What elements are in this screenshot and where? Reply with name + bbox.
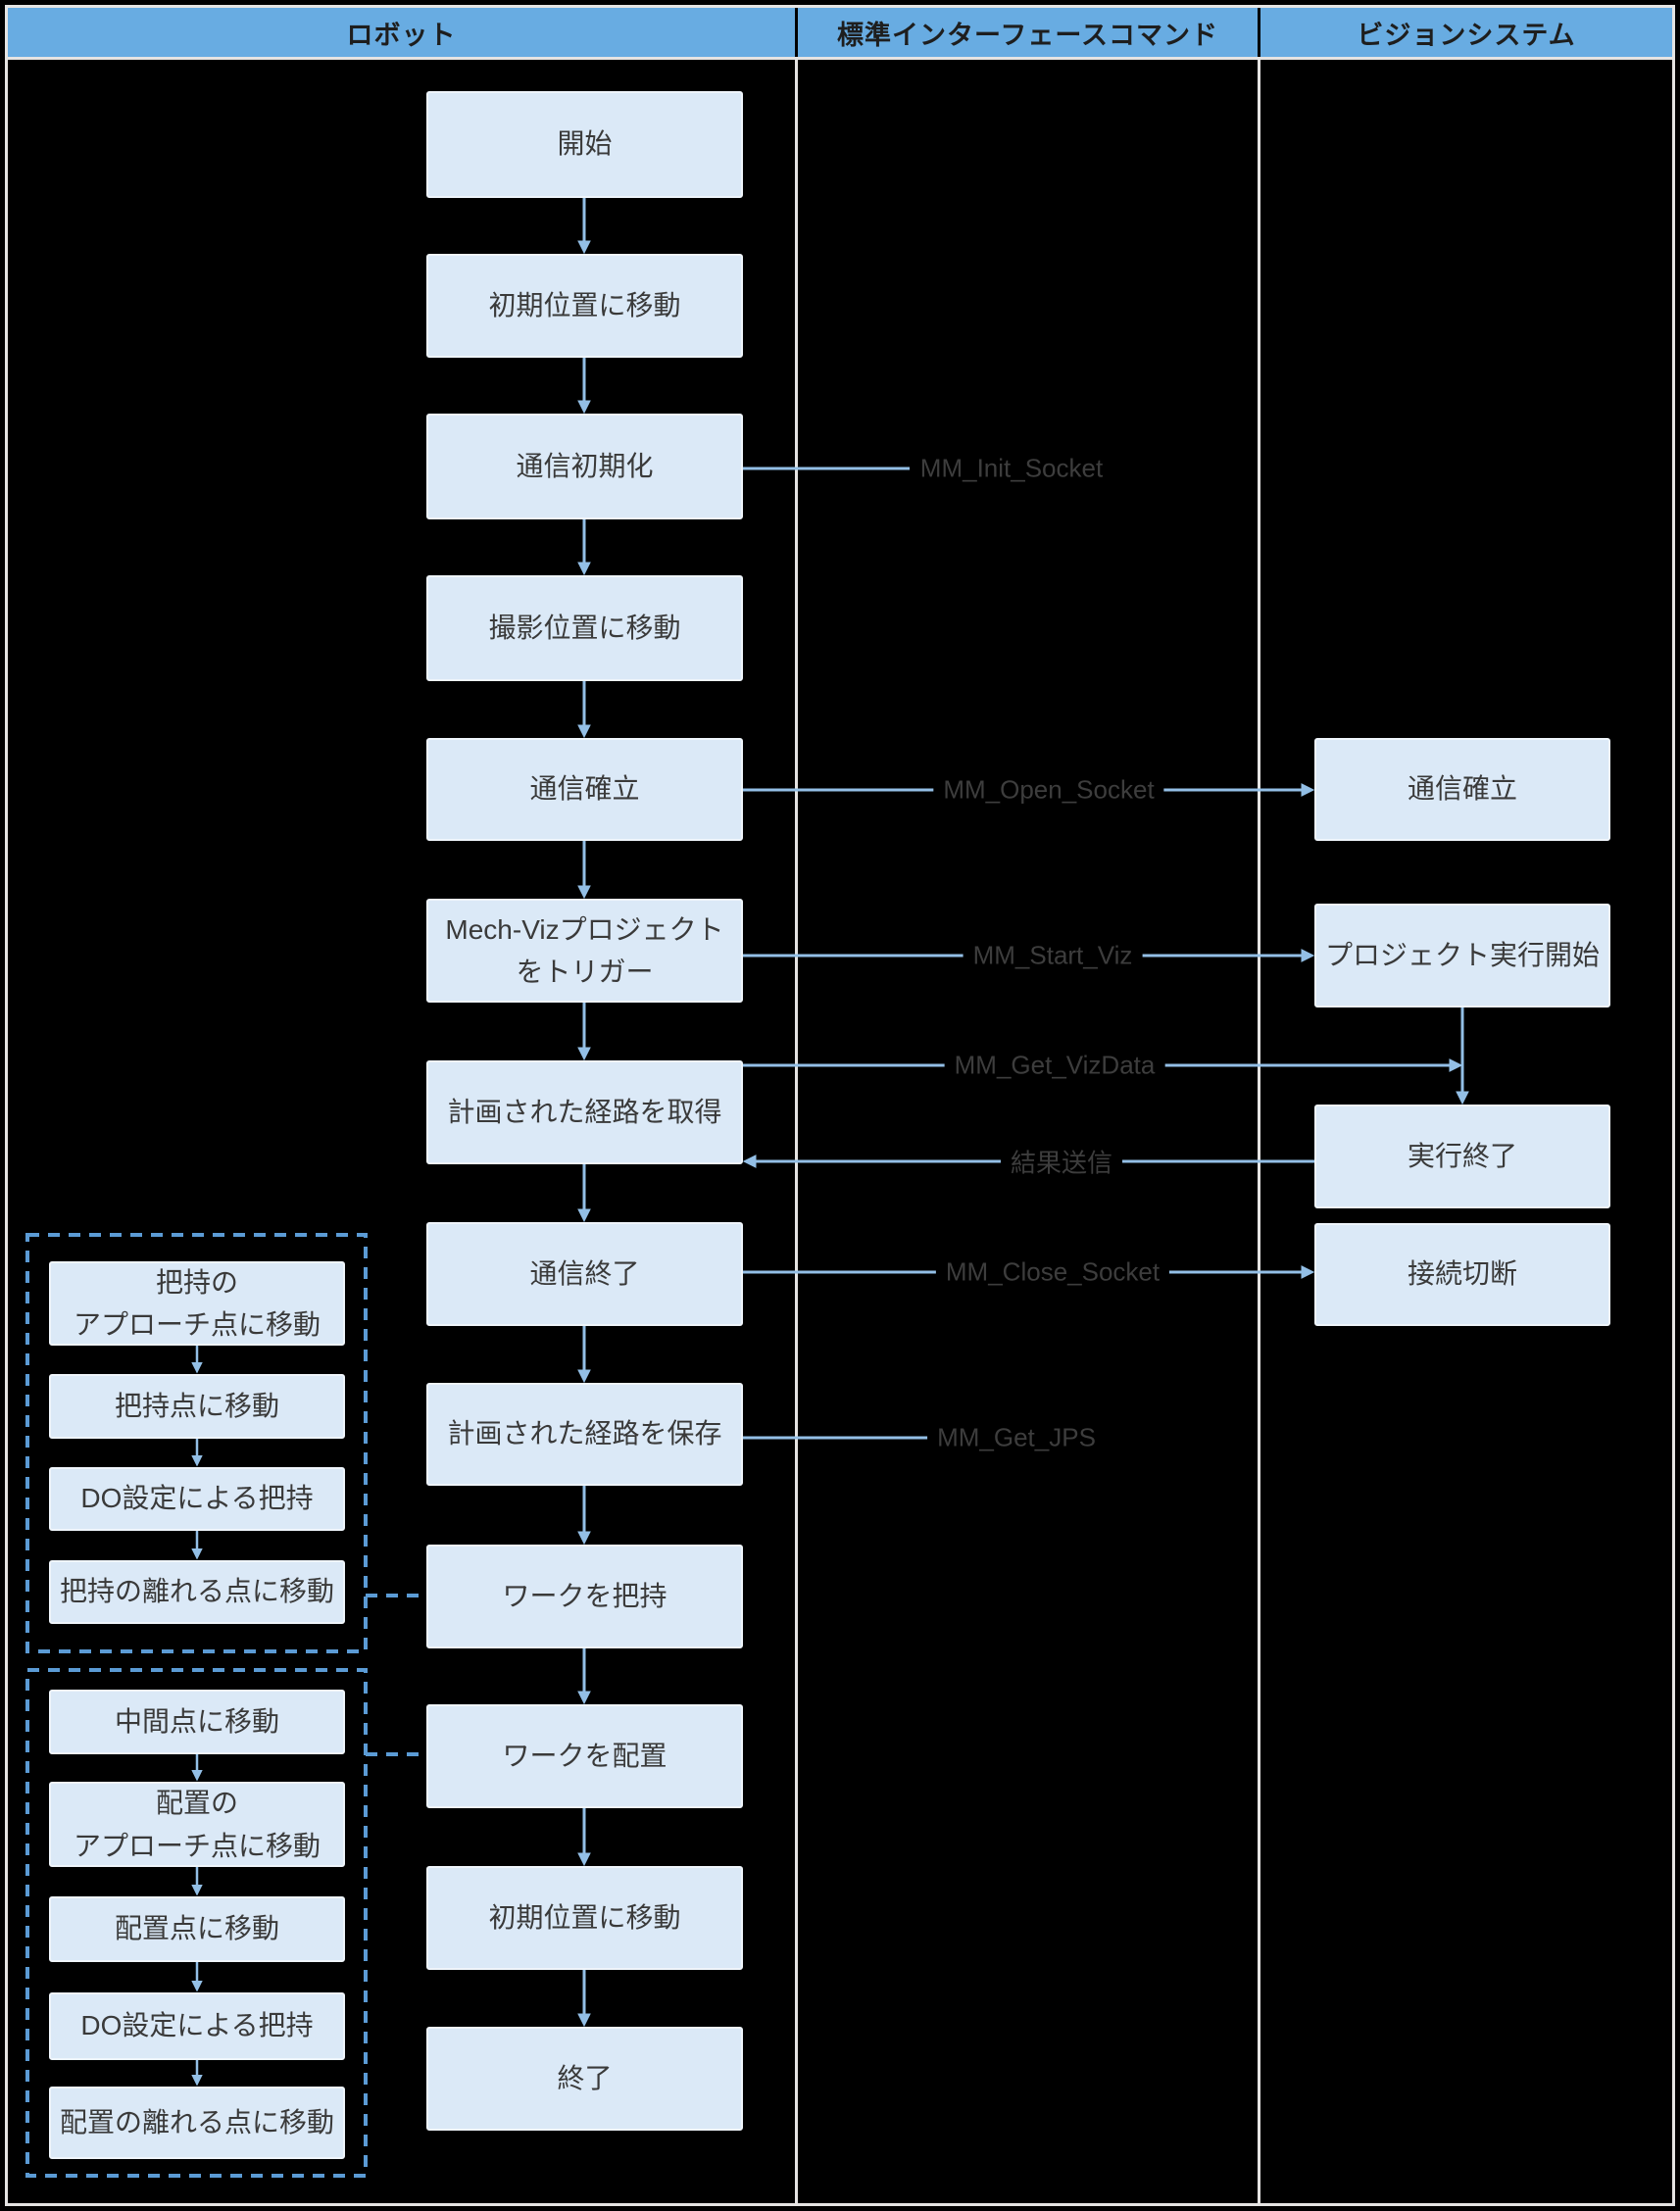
command-label-open-socket: MM_Open_Socket bbox=[933, 772, 1164, 808]
place-node-do-grip: DO設定による把持 bbox=[49, 1992, 345, 2060]
robot-node-trigger-mechviz: Mech-Vizプロジェクト をトリガー bbox=[426, 899, 743, 1003]
robot-node-grip-workpiece: ワークを把持 bbox=[426, 1545, 743, 1648]
column-divider-1 bbox=[795, 60, 798, 2203]
place-node-approach: 配置の アプローチ点に移動 bbox=[49, 1782, 345, 1867]
vision-node-open-comm: 通信確立 bbox=[1314, 738, 1610, 841]
robot-node-move-home-1: 初期位置に移動 bbox=[426, 254, 743, 358]
grip-node-move-grip-point: 把持点に移動 bbox=[49, 1374, 345, 1439]
robot-node-start: 開始 bbox=[426, 91, 743, 198]
place-node-depart-point: 配置の離れる点に移動 bbox=[49, 2087, 345, 2159]
command-label-init-socket: MM_Init_Socket bbox=[910, 451, 1113, 486]
vision-node-project-start: プロジェクト実行開始 bbox=[1314, 904, 1610, 1007]
robot-node-move-capture: 撮影位置に移動 bbox=[426, 575, 743, 681]
robot-node-close-comm: 通信終了 bbox=[426, 1222, 743, 1326]
vision-node-exec-finished: 実行終了 bbox=[1314, 1105, 1610, 1208]
diagram-frame bbox=[5, 5, 1675, 2206]
column-divider-2 bbox=[1258, 60, 1260, 2203]
command-label-close-socket: MM_Close_Socket bbox=[935, 1254, 1170, 1290]
grip-node-do-grip: DO設定による把持 bbox=[49, 1467, 345, 1531]
grip-node-approach: 把持の アプローチ点に移動 bbox=[49, 1261, 345, 1346]
robot-node-get-path: 計画された経路を取得 bbox=[426, 1060, 743, 1164]
command-label-get-jps: MM_Get_JPS bbox=[927, 1420, 1106, 1455]
robot-node-move-home-2: 初期位置に移動 bbox=[426, 1866, 743, 1970]
robot-node-place-workpiece: ワークを配置 bbox=[426, 1704, 743, 1808]
column-header-robot: ロボット bbox=[8, 8, 795, 57]
robot-node-init-comm: 通信初期化 bbox=[426, 414, 743, 519]
command-label-send-result: 結果送信 bbox=[1000, 1141, 1123, 1182]
robot-node-save-path: 計画された経路を保存 bbox=[426, 1383, 743, 1486]
robot-node-open-comm: 通信確立 bbox=[426, 738, 743, 841]
place-node-move-place-point: 配置点に移動 bbox=[49, 1896, 345, 1962]
grip-subroutine-frame bbox=[25, 1233, 368, 1653]
command-label-get-vizdata: MM_Get_VizData bbox=[944, 1048, 1165, 1083]
column-header-vision: ビジョンシステム bbox=[1260, 8, 1672, 57]
robot-node-end: 終了 bbox=[426, 2027, 743, 2131]
place-node-mid-point: 中間点に移動 bbox=[49, 1690, 345, 1754]
column-header-command: 標準インターフェースコマンド bbox=[798, 8, 1258, 57]
place-subroutine-frame bbox=[25, 1668, 368, 2178]
grip-node-depart-point: 把持の離れる点に移動 bbox=[49, 1560, 345, 1624]
command-label-start-viz: MM_Start_Viz bbox=[963, 938, 1143, 973]
vision-node-disconnect: 接続切断 bbox=[1314, 1223, 1610, 1326]
header-underline bbox=[8, 57, 1672, 60]
